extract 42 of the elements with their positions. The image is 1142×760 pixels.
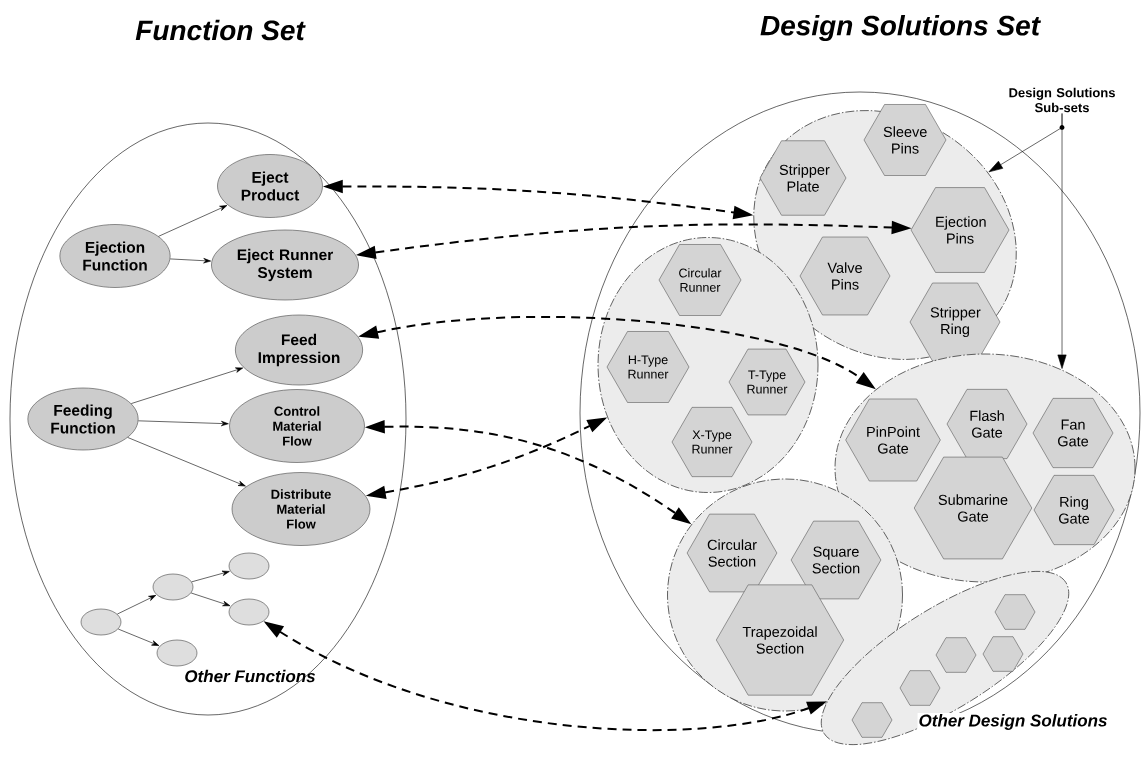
arrow (130, 367, 244, 404)
function-ellipse (80, 608, 122, 636)
function-ellipse (156, 639, 198, 667)
solution-hexagon: Ring Gate (1033, 475, 1115, 545)
function-ellipse (152, 573, 194, 601)
solution-hexagon (851, 702, 893, 738)
arrow (169, 258, 211, 264)
solution-hexagon: H-Type Runner (606, 331, 690, 403)
solution-hexagon: Valve Pins (799, 236, 891, 316)
arrow (191, 570, 230, 583)
group-label: Other Functions (185, 669, 316, 683)
solution-hexagon: Submarine Gate (913, 456, 1033, 560)
solution-hexagon: Flash Gate (946, 389, 1028, 459)
arrow (127, 437, 246, 487)
arrow (117, 628, 160, 646)
function-ellipse (228, 598, 270, 626)
solution-hexagon: Circular Runner (658, 244, 742, 316)
solution-hexagon: PinPoint Gate (845, 398, 941, 482)
solution-hexagon: Stripper Ring (909, 282, 1001, 362)
arrow (158, 205, 228, 237)
solution-hexagon: Fan Gate (1032, 398, 1114, 468)
solution-hexagon: Circular Section (686, 513, 778, 593)
arrow (117, 595, 157, 615)
solution-hexagon (994, 594, 1036, 630)
solution-hexagon: X-Type Runner (671, 407, 753, 477)
solution-hexagon: Stripper Plate (759, 140, 847, 216)
solution-hexagon: Trapezoidal Section (716, 584, 844, 696)
arrow (190, 592, 231, 607)
solution-hexagon (935, 637, 977, 673)
solution-hexagon: Square Section (790, 520, 882, 600)
subset-label: Other Design Solutions (917, 713, 1109, 731)
arrow (138, 420, 229, 427)
solution-hexagon: Ejection Pins (910, 187, 1010, 273)
solution-hexagon: Sleeve Pins (863, 104, 947, 176)
callout-text: Design Solutions Sub-sets (1009, 87, 1115, 113)
set-title: Function Set (135, 19, 306, 41)
set-title: Design Solutions Set (760, 14, 1041, 42)
function-ellipse (228, 552, 270, 580)
leader-arrow (1057, 113, 1067, 369)
solution-hexagon: T-Type Runner (728, 348, 806, 416)
solution-hexagon (982, 636, 1024, 672)
solution-hexagon (899, 670, 941, 706)
